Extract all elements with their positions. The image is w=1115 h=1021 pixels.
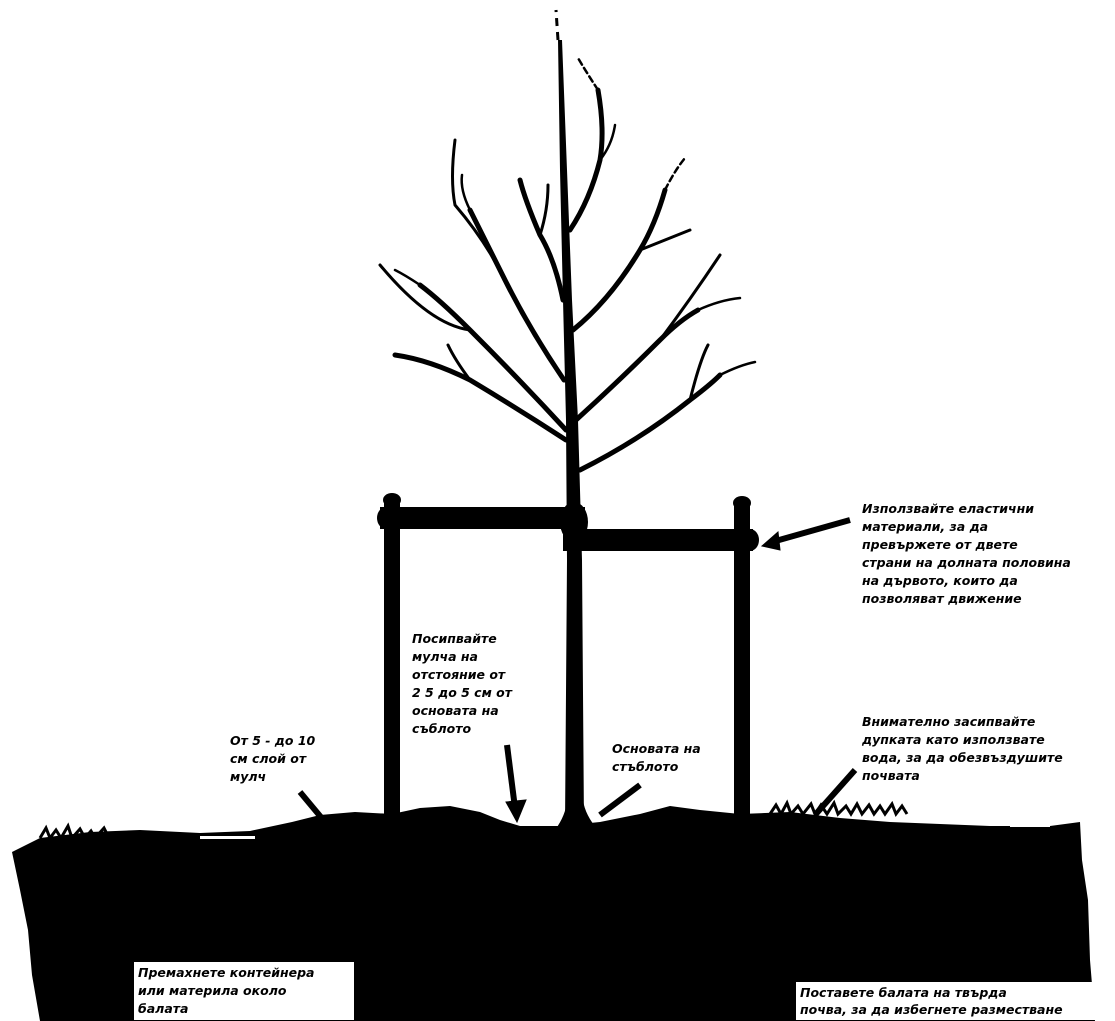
soil-highlight: [1010, 824, 1050, 827]
arrow-mulch-distance: [504, 744, 518, 809]
right-stake: [734, 500, 750, 820]
label-firm-soil: Поставете балата на твърда почва, за да …: [796, 982, 1104, 1020]
tree-trunk: [558, 40, 584, 826]
label-remove-container: Премахнете контейнера или материла около…: [134, 962, 354, 1020]
right-tie: [563, 529, 753, 551]
label-trunk-base: Основата на стъблото: [612, 741, 701, 774]
trunk-flare: [555, 800, 598, 830]
tree-top: [554, 9, 560, 41]
left-stake-top: [383, 493, 401, 507]
tree-branches: [378, 56, 757, 473]
arrow-mulch-distance-head: [505, 799, 527, 824]
pointer-arrows: [297, 517, 858, 824]
right-stake-top: [733, 496, 751, 510]
arrow-mulch-layer: [297, 790, 328, 824]
grass-edge: [38, 799, 909, 842]
soil-highlight: [200, 836, 255, 839]
arrow-trunk-base: [598, 782, 642, 818]
left-tie-end: [377, 507, 395, 529]
label-mulch-distance: Посипвайте мулча на отстояние от 2 5 до …: [412, 631, 512, 736]
left-stake: [384, 497, 400, 820]
arrow-elastic-ties: [771, 517, 851, 545]
label-mulch-layer: От 5 - до 10 см слой от мулч: [230, 733, 316, 784]
arrow-elastic-ties-head: [760, 530, 781, 551]
label-backfill-water: Внимателно засипвайте дупката като изпол…: [862, 714, 1063, 783]
right-tie-end: [741, 529, 759, 551]
left-tie: [380, 507, 585, 529]
label-elastic-ties: Използвайте еластични материали, за да п…: [862, 501, 1071, 606]
arrow-backfill: [812, 768, 858, 817]
